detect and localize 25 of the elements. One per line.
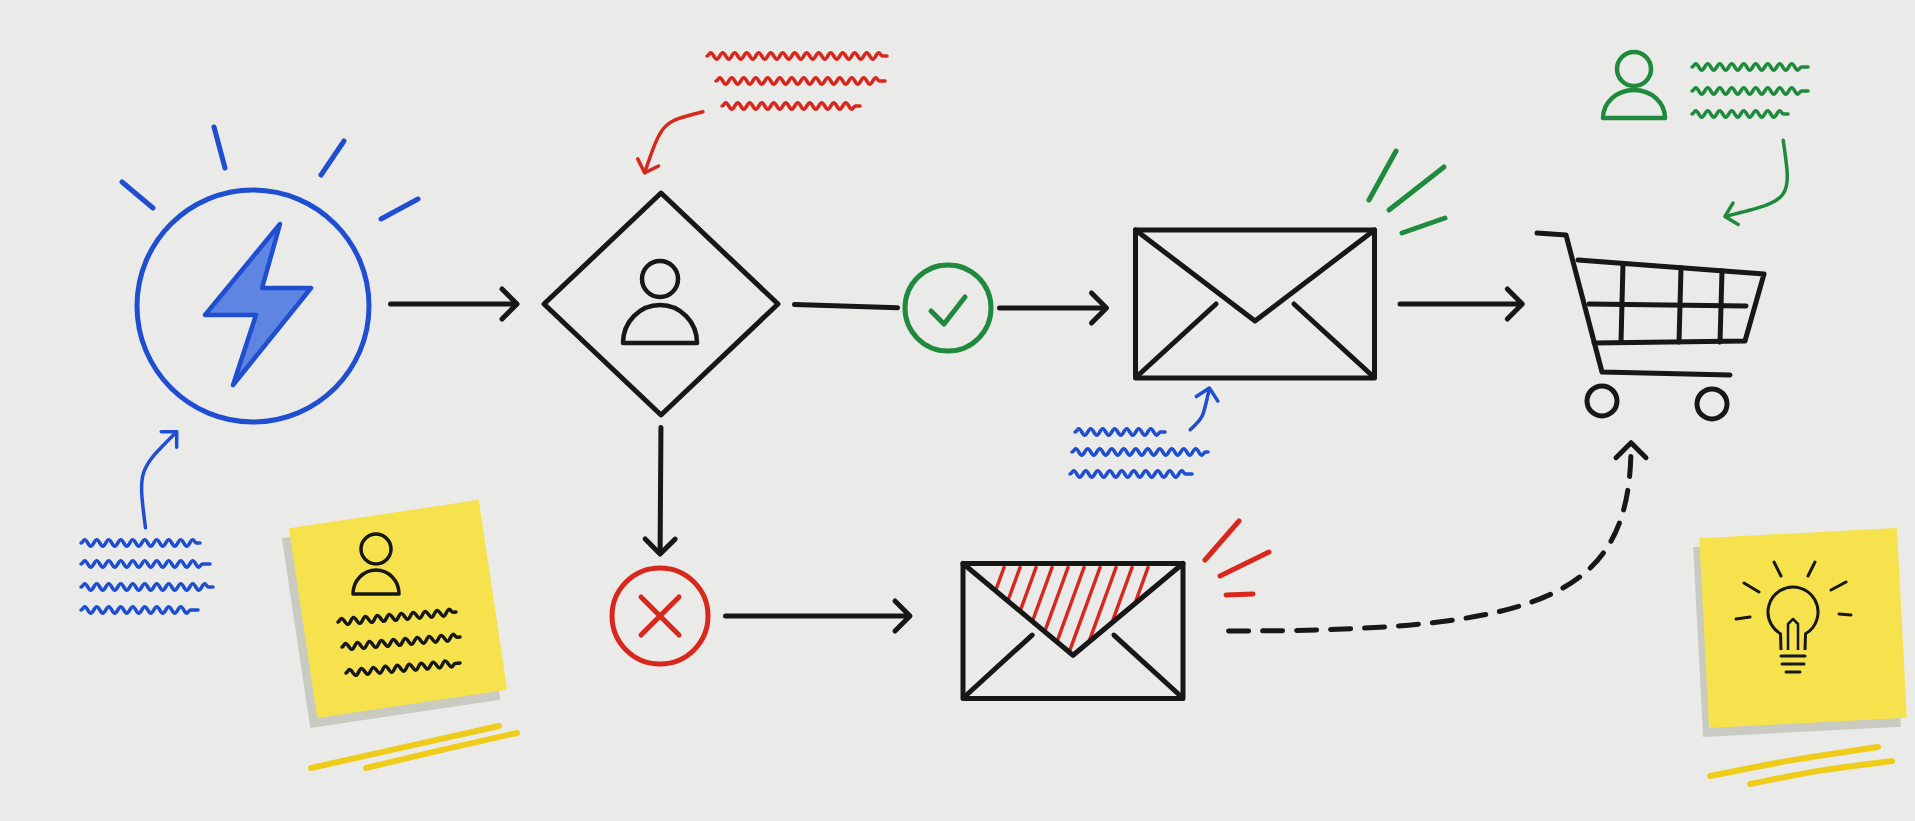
decision-diamond — [541, 190, 781, 418]
scribble-lines — [1690, 62, 1810, 119]
scribble-lines — [1068, 427, 1210, 479]
sticky-note — [281, 499, 508, 729]
circle — [134, 187, 372, 425]
arrow — [723, 598, 913, 634]
curved-arrow — [636, 109, 705, 175]
person-icon — [1600, 49, 1668, 121]
connector-line — [792, 301, 900, 311]
curved-arrow — [1188, 386, 1220, 432]
curved-arrow — [139, 429, 179, 530]
scribble-lines — [79, 538, 215, 615]
sticky-note — [1693, 527, 1907, 738]
scribble-lines — [705, 51, 889, 111]
arrow — [997, 290, 1109, 326]
envelope — [1133, 227, 1377, 381]
circle — [902, 262, 994, 354]
arrow — [642, 425, 678, 557]
envelope — [960, 561, 1186, 701]
curved-arrow — [1723, 138, 1789, 227]
dashed-arrow — [1226, 440, 1649, 634]
arrow — [388, 286, 520, 322]
circle — [609, 565, 711, 667]
shopping-cart — [1534, 230, 1767, 422]
arrow — [1397, 286, 1525, 322]
